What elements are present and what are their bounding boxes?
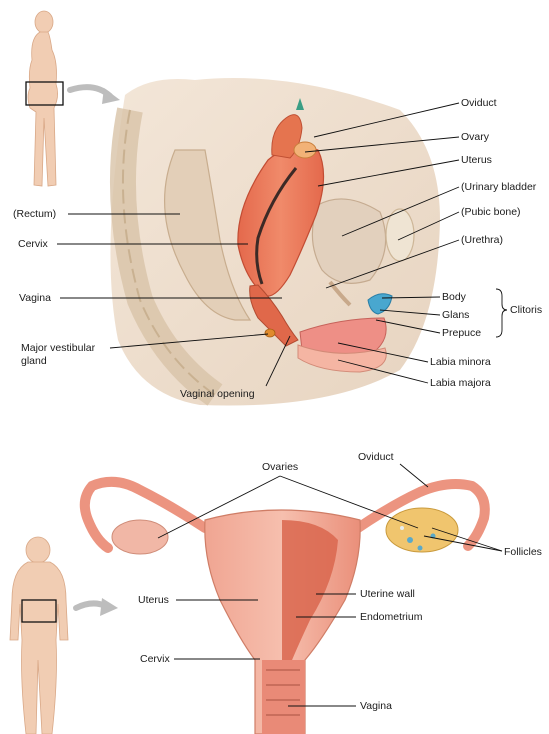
label-cervix-top: Cervix (18, 238, 48, 250)
label-uterus: Uterus (461, 154, 492, 166)
label-rectum: (Rectum) (13, 208, 56, 220)
label-vagina-top: Vagina (19, 292, 51, 304)
label-uterine-wall: Uterine wall (360, 588, 415, 600)
label-follicles: Follicles (504, 546, 542, 558)
label-clitoris: Clitoris (510, 304, 542, 316)
label-labia-minora: Labia minora (430, 356, 491, 368)
sagittal-section (110, 78, 440, 406)
label-labia-majora: Labia majora (430, 377, 491, 389)
body-silhouette-top (26, 11, 63, 186)
label-oviduct: Oviduct (461, 97, 497, 109)
label-uterus-bottom: Uterus (138, 594, 169, 606)
frontal-section (85, 482, 485, 734)
label-ovary: Ovary (461, 131, 489, 143)
label-vaginal-opening: Vaginal opening (180, 388, 255, 400)
label-prepuce: Prepuce (442, 327, 481, 339)
label-major-vestibular-gland: Major vestibular (21, 342, 95, 354)
label-ovaries: Ovaries (262, 461, 298, 473)
label-urinary-bladder: (Urinary bladder (461, 181, 536, 193)
label-endometrium: Endometrium (360, 611, 422, 623)
label-glans: Glans (442, 309, 469, 321)
label-pubic-bone: (Pubic bone) (461, 206, 521, 218)
label-body: Body (442, 291, 466, 303)
label-cervix-bottom: Cervix (140, 653, 170, 665)
label-urethra: (Urethra) (461, 234, 503, 246)
label-major-vestibular-gland-2: gland (21, 355, 47, 367)
body-silhouette-bottom (10, 537, 68, 734)
label-oviduct-bottom: Oviduct (358, 451, 394, 463)
label-vagina-bottom: Vagina (360, 700, 392, 712)
